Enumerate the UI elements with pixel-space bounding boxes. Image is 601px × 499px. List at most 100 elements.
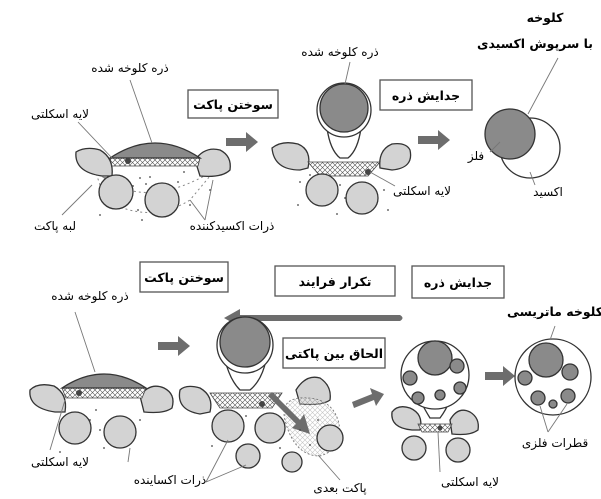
skeleton-layer bbox=[307, 161, 381, 177]
metal-droplet bbox=[453, 381, 467, 395]
leader-line bbox=[369, 171, 396, 187]
leader-line bbox=[49, 399, 66, 451]
leader-line bbox=[205, 464, 247, 483]
metal-droplet bbox=[517, 370, 533, 386]
particle bbox=[178, 385, 212, 415]
leader-line bbox=[549, 325, 556, 341]
metal-droplet bbox=[402, 370, 418, 386]
step-box bbox=[411, 265, 505, 299]
label-metal: فلز bbox=[467, 149, 484, 164]
skeleton-layer bbox=[417, 423, 453, 433]
oxidizer-particle bbox=[235, 443, 261, 469]
particle bbox=[391, 406, 422, 431]
top-panel-burning: ذره کلوخه شده لایه اسکلتی bbox=[271, 45, 451, 215]
step-burning-label: سوختن پاکت bbox=[144, 270, 224, 285]
oxidizer-particle bbox=[144, 182, 180, 218]
oxidizer-particle bbox=[345, 181, 379, 215]
oxidizer-particle bbox=[211, 409, 245, 443]
label-matrix-agglomerate: کلوخه ماتریسی bbox=[507, 304, 601, 319]
leader-line bbox=[61, 184, 93, 216]
bottom-step-separation: جدایش ذره bbox=[411, 265, 505, 299]
agglomerate bbox=[219, 316, 271, 368]
metal-droplet bbox=[548, 399, 558, 409]
flow-arrow bbox=[485, 366, 515, 386]
leader-line bbox=[529, 171, 536, 186]
label-skeleton-layer-2: لایه اسکلتی bbox=[441, 475, 499, 489]
leader-line bbox=[317, 454, 341, 481]
oxidizer-particle bbox=[281, 451, 303, 473]
particle bbox=[139, 385, 174, 414]
metal-dot bbox=[76, 390, 82, 396]
label-pocket-merge: الحاق بین پاکتی bbox=[285, 346, 383, 361]
label-next-pocket: پاکت بعدی bbox=[313, 481, 366, 495]
label-agglomerate: ذره کلوخه شده bbox=[51, 289, 128, 304]
particle bbox=[449, 409, 479, 436]
top-step-burning: سوختن پاکت bbox=[187, 89, 279, 152]
oxidizer-particle bbox=[103, 415, 137, 449]
particle bbox=[271, 142, 310, 171]
merge-arrow bbox=[268, 392, 310, 434]
step-box bbox=[274, 265, 396, 297]
top-step-separation: جدایش ذره bbox=[379, 79, 473, 150]
agglomerate-cap bbox=[107, 142, 203, 159]
leader-line bbox=[547, 403, 568, 433]
flow-arrow bbox=[352, 388, 384, 408]
bottom-panel-initial: ذره کلوخه شده لایه اسکلتی bbox=[29, 289, 174, 469]
particle bbox=[379, 142, 412, 171]
metal-droplet bbox=[530, 390, 546, 406]
flow-arrow bbox=[158, 336, 190, 356]
repeat-arrow bbox=[224, 309, 403, 327]
pocket-dots bbox=[59, 409, 141, 453]
leader-line bbox=[129, 79, 153, 144]
metal-core bbox=[484, 108, 536, 160]
label-skeleton-layer: لایه اسکلتی bbox=[31, 107, 89, 121]
agglomerate-cap bbox=[59, 373, 149, 389]
metal-droplet bbox=[560, 388, 576, 404]
label-pocket-edge: لبه پاکت bbox=[34, 219, 76, 233]
leader-line bbox=[527, 57, 559, 115]
oxidizer-particle bbox=[316, 424, 344, 452]
leader-line bbox=[344, 61, 351, 85]
step-box bbox=[379, 79, 473, 111]
bottom-panel-merge: الحاق بین پاکتی ذرات اکساینده پاکت بعدی bbox=[134, 316, 386, 495]
label-oxide: اکسید bbox=[533, 185, 563, 199]
label-skeleton-layer: لایه اسکلتی bbox=[31, 455, 89, 469]
step-repeat-label: تکرار فرایند bbox=[299, 274, 372, 289]
label-oxide-capped-line2: با سرپوش اکسیدی bbox=[477, 36, 593, 51]
leader-line bbox=[539, 405, 549, 433]
particle bbox=[194, 148, 231, 178]
bottom-step-repeat: تکرار فرایند bbox=[274, 265, 396, 297]
leader-line bbox=[127, 447, 131, 463]
oxidizer-particle bbox=[445, 437, 471, 463]
top-panel-oxide-capped: کلوخه با سرپوش اکسیدی فلز اکسید bbox=[467, 10, 593, 199]
oxidizer-particle bbox=[401, 435, 427, 461]
leader-line bbox=[189, 199, 206, 221]
step-box bbox=[139, 261, 229, 293]
label-metal-droplets: قطرات فلزی bbox=[522, 436, 588, 451]
particle bbox=[75, 147, 113, 177]
oxidizer-particle bbox=[98, 174, 134, 210]
label-oxidizers: ذرات اکساینده bbox=[134, 473, 207, 488]
skeleton-layer bbox=[61, 387, 147, 399]
oxidizer-particle bbox=[305, 173, 339, 207]
step-burning-label: سوختن پاکت bbox=[193, 97, 273, 112]
top-panel-initial: ذره کلوخه شده لایه اسکلتی لبه پاکت ذرات … bbox=[31, 61, 274, 234]
leader-line bbox=[204, 179, 214, 221]
flow-arrow bbox=[226, 132, 258, 152]
step-separation-label: جدایش ذره bbox=[424, 275, 492, 290]
step-box bbox=[187, 89, 279, 119]
oxidizer-particle bbox=[58, 411, 92, 445]
label-agglomerate: ذره کلوخه شده bbox=[91, 61, 168, 76]
metal-dot bbox=[125, 158, 131, 164]
label-oxide-capped-line1: کلوخه bbox=[527, 10, 565, 25]
pocket-dots bbox=[297, 174, 389, 215]
particle bbox=[29, 384, 67, 413]
metal-dot bbox=[437, 425, 443, 431]
bottom-panel-matrix-agglomerate: کلوخه ماتریسی قطرات فلزی bbox=[507, 304, 601, 451]
label-skeleton-layer-2: لایه اسکلتی bbox=[393, 184, 451, 198]
leader-line bbox=[437, 431, 441, 473]
bottom-panel-matrix-forming: لایه اسکلتی bbox=[391, 340, 499, 489]
agglomerate bbox=[417, 340, 453, 376]
leader-line bbox=[489, 141, 501, 153]
